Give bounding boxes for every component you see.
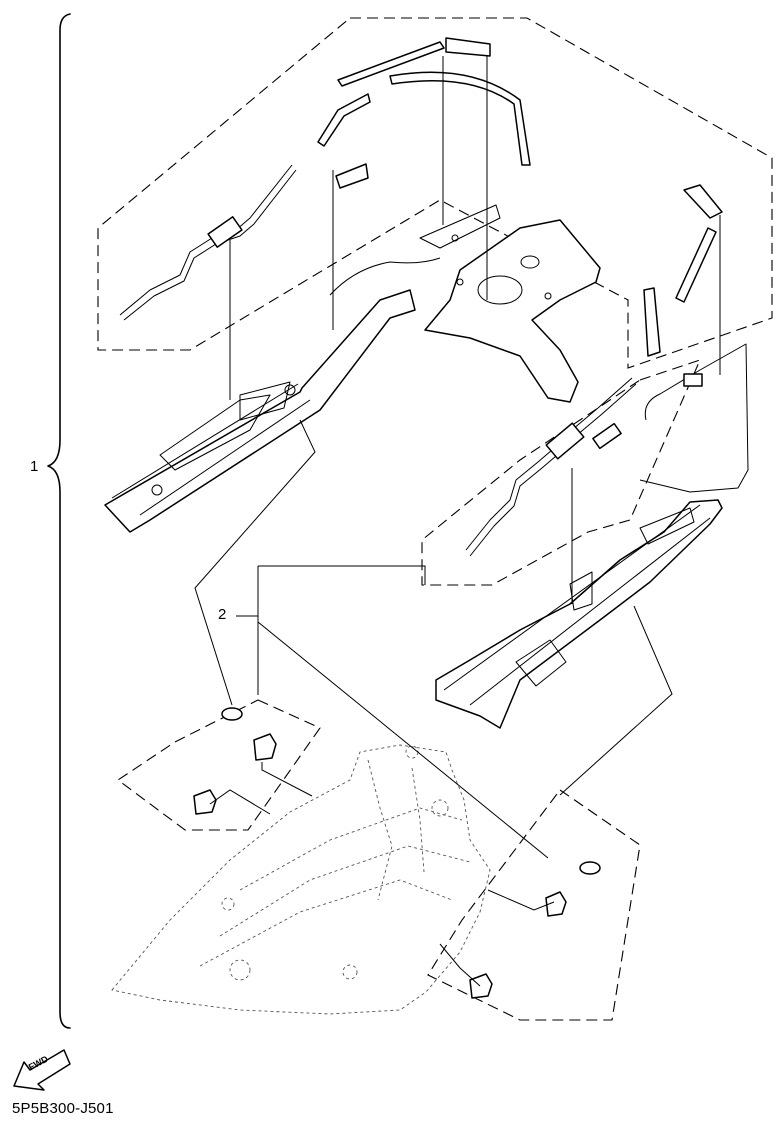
lower-left-clip-outline [117,699,321,831]
diagram-code: 5P5B300-J501 [12,1100,114,1117]
cushion-strip-4 [317,93,371,147]
clip-2 [193,789,217,815]
upper-left-harness [119,164,297,321]
callout-2: 2 [218,606,227,623]
right-strip-b [675,227,717,303]
right-strip-a [683,184,723,219]
rear-tail-bracket [419,204,601,403]
lower-right-clip-outline [427,789,641,1021]
rear-frame [111,744,491,1015]
middle-group-outline [421,359,701,586]
cushion-strip-2 [445,37,491,57]
grommet-right [579,861,601,875]
right-clip [683,373,703,387]
right-strip-c [643,287,661,357]
cushion-strip-5 [335,163,369,189]
forward-direction-arrow-icon [13,1049,71,1091]
cushion-strip-1 [337,41,445,87]
upper-group-outline [97,17,773,369]
clip-4 [469,973,493,999]
callout-1: 1 [30,458,39,475]
clip-1 [253,733,277,761]
middle-harness [465,377,637,557]
left-seat-rail [104,257,441,533]
grommet-left [221,707,243,721]
cushion-strip-3 [389,71,531,166]
clip-3 [545,891,567,917]
leader-lines [194,56,721,987]
right-cover [639,343,749,493]
assembly-bracket [47,13,71,1029]
